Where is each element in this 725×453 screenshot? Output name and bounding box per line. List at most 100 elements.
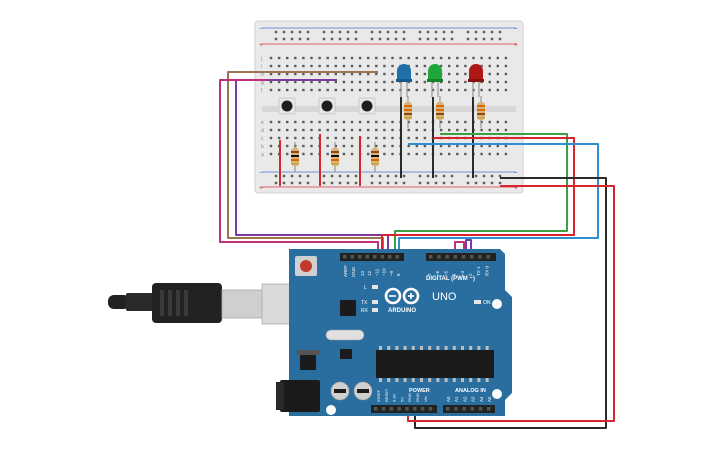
header-hole[interactable] bbox=[343, 255, 347, 259]
breadboard-hole bbox=[423, 64, 427, 68]
breadboard-hole bbox=[269, 136, 273, 140]
breadboard-hole bbox=[415, 128, 418, 132]
header-hole[interactable] bbox=[397, 407, 401, 411]
arduino-logo bbox=[384, 287, 420, 305]
rail-hole bbox=[354, 37, 358, 41]
breadboard-hole bbox=[302, 144, 305, 148]
resistor-button-1[interactable] bbox=[291, 142, 299, 172]
header-hole[interactable] bbox=[428, 407, 433, 411]
header-hole[interactable] bbox=[453, 255, 458, 259]
header-hole[interactable] bbox=[470, 255, 474, 259]
rail-plus-top-right: + bbox=[514, 42, 518, 49]
header-hole[interactable] bbox=[454, 407, 458, 411]
breadboard-hole bbox=[448, 80, 451, 84]
digital-pin-label: ~3 bbox=[460, 270, 465, 276]
header-hole[interactable] bbox=[405, 407, 409, 411]
breadboard-hole bbox=[318, 120, 321, 124]
header-hole[interactable] bbox=[486, 255, 490, 259]
gnd-label: GND bbox=[351, 266, 356, 277]
breadboard-hole bbox=[302, 152, 305, 156]
header-hole[interactable] bbox=[413, 407, 417, 411]
rail-hole bbox=[418, 30, 422, 34]
resistor-button-2[interactable] bbox=[331, 142, 339, 172]
reset-button[interactable] bbox=[295, 256, 317, 276]
breadboard-hole bbox=[269, 56, 273, 60]
header-hole[interactable] bbox=[420, 407, 425, 411]
resistor-led-blue[interactable] bbox=[404, 96, 412, 128]
led-green[interactable] bbox=[427, 64, 443, 97]
header-hole[interactable] bbox=[437, 255, 441, 259]
breadboard-hole bbox=[439, 128, 443, 132]
led-red[interactable] bbox=[468, 64, 484, 97]
header-hole[interactable] bbox=[389, 407, 394, 411]
breadboard-hole bbox=[334, 136, 337, 140]
header-hole[interactable] bbox=[388, 255, 392, 259]
rail-hole bbox=[466, 174, 470, 178]
ic-pin bbox=[403, 346, 407, 350]
breadboard-hole bbox=[326, 72, 329, 76]
breadboard-hole bbox=[269, 88, 273, 92]
header-hole[interactable] bbox=[350, 255, 355, 259]
resistor-led-red[interactable] bbox=[477, 96, 485, 128]
breadboard-hole bbox=[334, 64, 337, 68]
rail-hole bbox=[450, 37, 454, 41]
breadboard-hole bbox=[504, 128, 508, 132]
header-hole[interactable] bbox=[429, 255, 433, 259]
ic-pin bbox=[403, 378, 407, 382]
resistor-led-green[interactable] bbox=[436, 96, 444, 128]
header-hole[interactable] bbox=[478, 407, 483, 411]
rail-hole bbox=[378, 30, 382, 34]
header-hole[interactable] bbox=[373, 255, 377, 259]
ic-pin bbox=[477, 378, 481, 382]
push-button-3[interactable] bbox=[358, 97, 376, 115]
breadboard-hole bbox=[358, 56, 362, 60]
rail-hole bbox=[426, 37, 430, 41]
led-blue[interactable] bbox=[396, 64, 412, 97]
rail-hole bbox=[298, 30, 302, 34]
breadboard-hole bbox=[318, 72, 321, 76]
breadboard-hole bbox=[488, 80, 491, 84]
header-hole[interactable] bbox=[445, 255, 449, 259]
header-hole[interactable] bbox=[478, 255, 482, 259]
header-hole[interactable] bbox=[380, 255, 385, 259]
header-hole[interactable] bbox=[462, 407, 466, 411]
push-button-2[interactable] bbox=[318, 97, 336, 115]
breadboard-hole bbox=[496, 56, 499, 60]
rail-hole bbox=[442, 37, 446, 41]
push-button-1[interactable] bbox=[278, 97, 296, 115]
breadboard-hole bbox=[488, 56, 491, 60]
rail-hole bbox=[290, 37, 294, 41]
header-hole[interactable] bbox=[374, 407, 378, 411]
header-hole[interactable] bbox=[487, 407, 491, 411]
rail-hole bbox=[282, 181, 286, 185]
breadboard-hole bbox=[439, 88, 443, 92]
breadboard-hole bbox=[496, 152, 499, 156]
breadboard-hole bbox=[423, 88, 427, 92]
header-hole[interactable] bbox=[358, 255, 362, 259]
wire-red-top bbox=[381, 137, 575, 256]
breadboard-hole bbox=[367, 88, 370, 92]
breadboard-hole bbox=[391, 152, 394, 156]
ic-pin bbox=[452, 346, 456, 350]
header-hole[interactable] bbox=[381, 407, 386, 411]
rail-hole bbox=[282, 37, 286, 41]
rail-hole bbox=[498, 181, 502, 185]
header-hole[interactable] bbox=[395, 255, 400, 259]
breadboard-hole bbox=[334, 88, 337, 92]
rail-hole bbox=[322, 174, 326, 178]
breadboard-hole bbox=[448, 144, 451, 148]
ic-pin bbox=[469, 378, 473, 382]
row-letter: g bbox=[261, 80, 264, 86]
breadboard-hole bbox=[391, 64, 394, 68]
breadboard-hole bbox=[326, 136, 329, 140]
header-hole[interactable] bbox=[365, 255, 370, 259]
header-hole[interactable] bbox=[470, 407, 475, 411]
breadboard-hole bbox=[480, 56, 483, 60]
header-hole[interactable] bbox=[446, 407, 450, 411]
breadboard-hole bbox=[383, 152, 386, 156]
resistor-button-3[interactable] bbox=[371, 142, 379, 172]
header-hole[interactable] bbox=[461, 255, 466, 259]
breadboard-hole bbox=[464, 80, 467, 84]
breadboard-hole bbox=[415, 64, 418, 68]
